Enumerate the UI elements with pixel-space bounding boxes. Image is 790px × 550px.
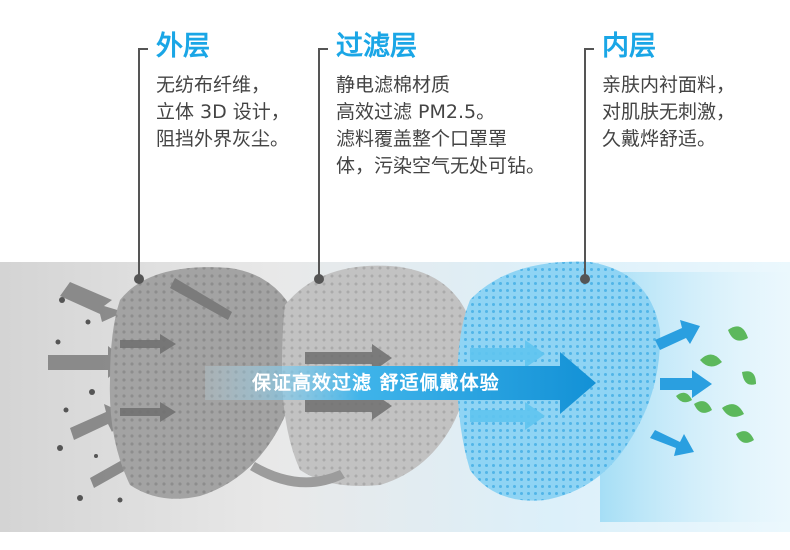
- filter-layer-desc: 静电滤棉材质 高效过滤 PM2.5。 滤料覆盖整个口罩罩 体，污染空气无处可钻。: [336, 74, 546, 177]
- callout-dot: [580, 274, 590, 284]
- inner-layer-desc: 亲肤内衬面料， 对肌肤无刺激， 久戴烨舒适。: [602, 74, 736, 150]
- filter-flow-arrows: [120, 334, 392, 422]
- callout-tick: [318, 48, 328, 50]
- outgoing-air-arrows: [650, 320, 712, 456]
- inner-layer-callout: 内层 亲肤内衬面料， 对肌肤无刺激， 久戴烨舒适。: [580, 30, 736, 284]
- blue-flow-arrows: [470, 340, 545, 430]
- filter-layer-title: 过滤层: [336, 31, 417, 62]
- callout-line: [584, 48, 586, 276]
- inner-layer-title: 内层: [602, 31, 656, 62]
- filter-layer-callout: 过滤层 静电滤棉材质 高效过滤 PM2.5。 滤料覆盖整个口罩罩 体，污染空气无…: [314, 30, 546, 284]
- banner-arrow: [205, 352, 596, 414]
- outer-layer-title: 外层: [156, 31, 210, 62]
- callout-line: [138, 48, 140, 276]
- callout-dot: [134, 274, 144, 284]
- callout-dot: [314, 274, 324, 284]
- leaves: [676, 326, 756, 443]
- outer-layer-callout: 外层 无纺布纤维， 立体 3D 设计， 阻挡外界灰尘。: [134, 30, 290, 284]
- callout-line: [318, 48, 320, 276]
- callout-tick: [584, 48, 594, 50]
- outer-layer-desc: 无纺布纤维， 立体 3D 设计， 阻挡外界灰尘。: [156, 74, 290, 150]
- banner-text: 保证高效过滤 舒适佩戴体验: [252, 372, 500, 394]
- callout-tick: [138, 48, 148, 50]
